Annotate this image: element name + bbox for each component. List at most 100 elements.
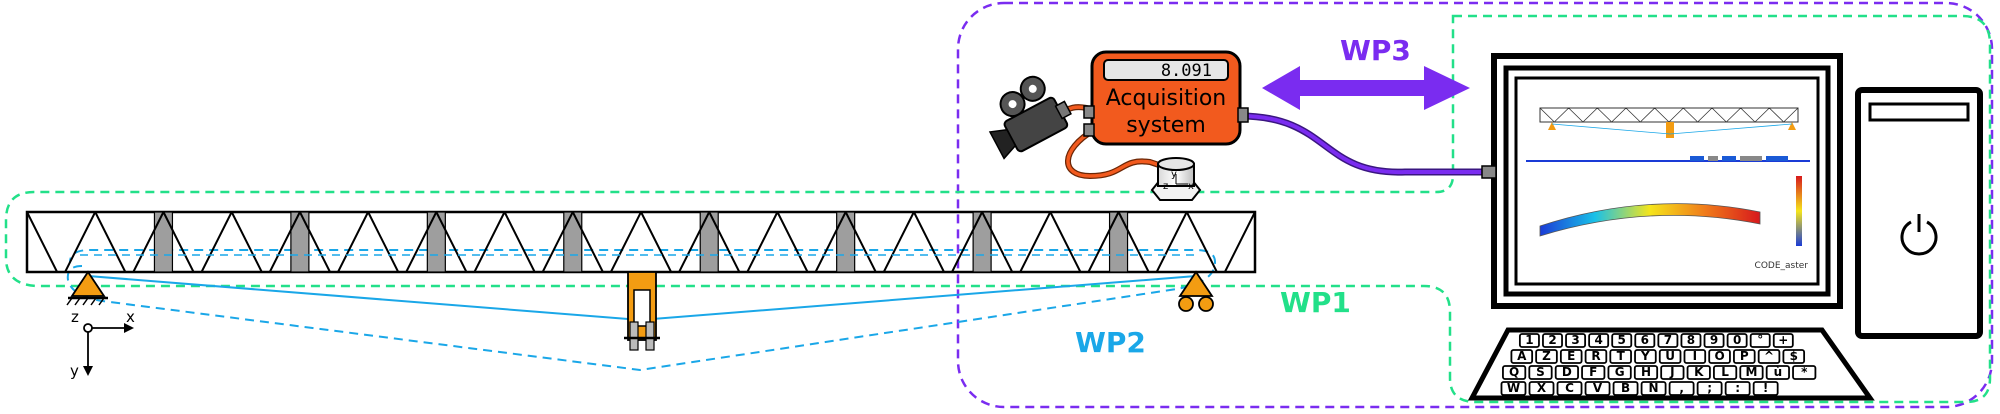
acquisition-title-line1: Acquisition <box>1106 86 1227 111</box>
truss-stiffener <box>836 211 856 273</box>
sensor-axis-x: x <box>1188 181 1194 192</box>
keyboard-key <box>1612 381 1639 396</box>
keyboard-key-label: G <box>1615 365 1625 379</box>
keyboard-key-label: N <box>1649 381 1659 395</box>
keyboard-key <box>1668 381 1695 396</box>
keyboard-key <box>1658 349 1682 364</box>
wp3-label: WP3 <box>1340 34 1411 67</box>
keyboard-key <box>1660 365 1685 380</box>
keyboard-key-label: L <box>1721 365 1729 379</box>
keyboard-key-label: S <box>1536 365 1545 379</box>
truss-beam <box>25 210 1257 274</box>
keyboard-key-label: 1 <box>1525 333 1533 347</box>
keyboard-key <box>1584 381 1611 396</box>
keyboard-key-label: M <box>1746 365 1758 379</box>
keyboard-key-label: W <box>1507 381 1520 395</box>
screen-brand: CODE_aster <box>1755 261 1809 271</box>
keyboard-key-label: H <box>1641 365 1651 379</box>
keyboard-key <box>1535 349 1558 364</box>
wp1-label: WP1 <box>1280 286 1351 319</box>
keyboard-key <box>1633 365 1659 380</box>
keyboard-key <box>1713 365 1738 380</box>
screen-colorbar <box>1796 176 1802 246</box>
double-arrow-icon <box>1262 66 1470 110</box>
cable-to-computer <box>1239 112 1482 176</box>
keyboard-key <box>1502 365 1527 380</box>
keyboard-key-label: 0 <box>1733 333 1741 347</box>
keyboard-key-label: J <box>1669 365 1674 379</box>
keyboard-key-label: A <box>1517 349 1527 363</box>
keyboard-key <box>1634 333 1656 348</box>
keyboard-key-label: U <box>1665 349 1675 363</box>
keyboard-key-label: ; <box>1707 381 1712 395</box>
keyboard-key-label: Q <box>1509 365 1519 379</box>
keyboard-key <box>1510 349 1534 364</box>
wp3-boundary <box>956 1 1994 409</box>
keyboard-key <box>1739 365 1764 380</box>
keyboard-key-label: P <box>1740 349 1749 363</box>
keyboard-key-label: X <box>1537 381 1547 395</box>
keyboard-key <box>1752 381 1779 396</box>
keyboard-key-label: ^ <box>1764 349 1774 363</box>
keyboard-key <box>1528 381 1555 396</box>
keyboard-key-label: T <box>1617 349 1626 363</box>
keyboard-key <box>1581 365 1606 380</box>
truss-stiffener <box>1108 211 1129 273</box>
keyboard-key <box>1607 365 1632 380</box>
keyboard-key-label: 2 <box>1548 333 1556 347</box>
keyboard-key <box>1588 333 1610 348</box>
keyboard-key <box>1696 381 1723 396</box>
acquisition-display: 8.091 <box>1161 61 1212 81</box>
keyboard-key <box>1772 333 1794 348</box>
keyboard-key-label: V <box>1593 381 1603 395</box>
keyboard-key <box>1518 333 1540 348</box>
keyboard-key-label: Z <box>1542 349 1551 363</box>
keyboard-key-label: * <box>1801 365 1808 379</box>
wp1-boundary <box>4 14 1992 404</box>
keyboard-key-label: ! <box>1763 381 1768 395</box>
keyboard-key-label: : <box>1735 381 1740 395</box>
acquisition-system: 8.091 Acquisition system <box>1083 50 1249 146</box>
keyboard-key <box>1782 349 1806 364</box>
keyboard-key-label: $ <box>1790 349 1798 363</box>
keyboard-key-label: B <box>1621 381 1630 395</box>
keyboard-key <box>1634 349 1657 364</box>
keyboard-key <box>1726 333 1748 348</box>
keyboard-key <box>1703 333 1725 348</box>
keyboard-key <box>1749 333 1771 348</box>
keyboard-key <box>1528 365 1553 380</box>
truss-stiffener <box>699 211 719 273</box>
axis-z-label: z <box>71 308 79 326</box>
computer-monitor: CODE_aster <box>1481 53 1843 309</box>
left-pin-support <box>66 270 108 306</box>
sensor-icon: y z x <box>1150 157 1202 201</box>
keyboard-key <box>1559 349 1583 364</box>
keyboard-key <box>1680 333 1702 348</box>
keyboard-key <box>1542 333 1563 348</box>
keyboard-key <box>1686 365 1711 380</box>
sensor-axis-z: z <box>1163 181 1168 192</box>
keyboard-key <box>1500 381 1527 396</box>
acquisition-title-line2: system <box>1126 113 1206 138</box>
right-roller-support <box>1178 270 1214 312</box>
keyboard-key <box>1708 349 1731 364</box>
keyboard-key-label: 9 <box>1710 333 1718 347</box>
keyboard-key-label: 6 <box>1641 333 1649 347</box>
keyboard-key-label: 7 <box>1664 333 1672 347</box>
keyboard-key-label: , <box>1679 381 1684 395</box>
keyboard-key-label: 5 <box>1618 333 1626 347</box>
keyboard-key-label: 8 <box>1687 333 1695 347</box>
power-icon <box>1900 214 1938 256</box>
keyboard-key-label: I <box>1693 349 1697 363</box>
keyboard-key <box>1640 381 1667 396</box>
keyboard-key-label: O <box>1714 349 1724 363</box>
truss-stiffener <box>563 211 583 273</box>
sensor-axis-y: y <box>1171 169 1177 180</box>
keyboard-key-label: 3 <box>1571 333 1579 347</box>
keyboard-key <box>1757 349 1781 364</box>
keyboard-key-label: Y <box>1640 349 1650 363</box>
keyboard-key <box>1584 349 1608 364</box>
keyboard-key <box>1733 349 1756 364</box>
